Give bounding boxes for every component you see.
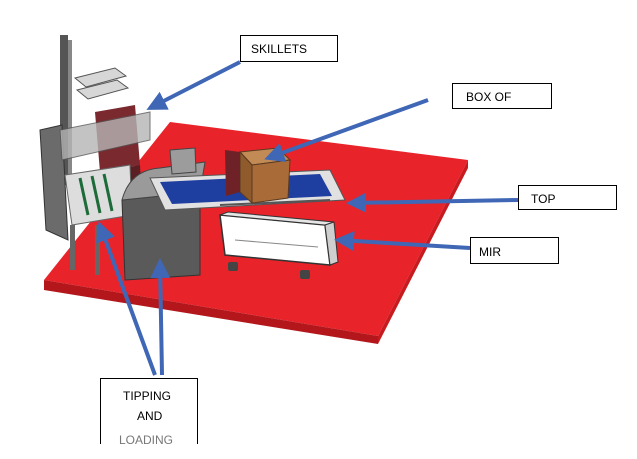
label-tipping-line2: AND <box>137 409 163 423</box>
label-box-of-text: BOX OF <box>466 90 512 104</box>
arrow-tipping-left <box>96 221 157 376</box>
label-skillets-text: SKILLETS <box>251 42 308 56</box>
label-mir: MIR <box>470 237 559 264</box>
skillet-rack <box>39 35 130 241</box>
arrow-tipping-right <box>150 258 171 376</box>
arrow-skillets <box>146 60 241 110</box>
arrow-mir <box>334 230 471 251</box>
arrow-box <box>264 98 429 162</box>
label-skillets: SKILLETS <box>240 35 338 62</box>
label-box-of: BOX OF <box>452 83 552 109</box>
label-mir-text: MIR <box>479 245 501 259</box>
label-top: TOP <box>518 185 617 210</box>
callout-arrows <box>96 60 519 376</box>
label-top-text: TOP <box>531 192 556 206</box>
label-tipping-and-loading: TIPPING AND LOADING <box>100 378 198 444</box>
label-tipping-line1: TIPPING <box>123 389 172 403</box>
arrow-top <box>346 192 519 213</box>
label-tipping-line3: LOADING <box>119 433 174 444</box>
tipping-unit <box>59 105 151 275</box>
mir-robot <box>219 211 339 279</box>
